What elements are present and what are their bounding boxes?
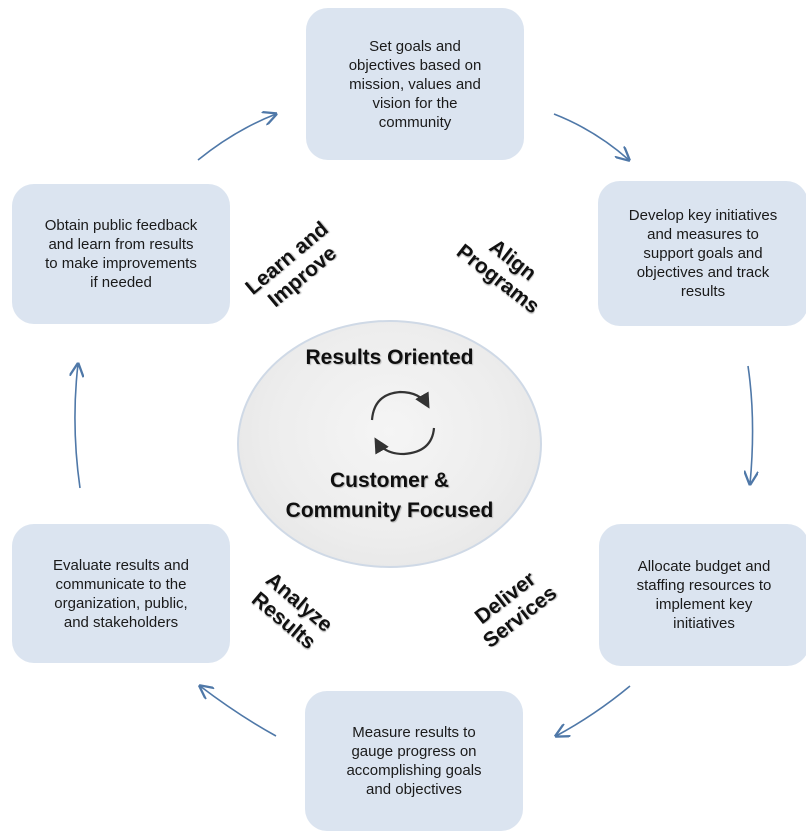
center-circle [237, 320, 542, 568]
step-set-goals: Set goals and objectives based on missio… [306, 8, 524, 160]
arrow-left-to-top [197, 114, 276, 161]
arrow-top-to-right [553, 113, 629, 160]
arrow-bottom-right-to-bottom [556, 685, 631, 736]
arrow-bottom-left-to-left [75, 364, 80, 489]
step-develop-initiatives: Develop key initiatives and measures to … [598, 181, 806, 326]
arrow-bottom-to-bottom-left [200, 686, 277, 737]
step-measure-results: Measure results to gauge progress on acc… [305, 691, 523, 831]
center-title-customer-focused: Customer & Community Focused [237, 466, 542, 526]
step-evaluate-results: Evaluate results and communicate to the … [12, 524, 230, 663]
center-title-customer-text: Customer & Community Focused [285, 469, 494, 522]
center-title-results-oriented: Results Oriented [305, 346, 474, 369]
arrow-right-to-bottom-right [748, 365, 753, 484]
step-allocate-budget: Allocate budget and staffing resources t… [599, 524, 806, 666]
step-obtain-feedback: Obtain public feedback and learn from re… [12, 184, 230, 324]
refresh-cycle-icon [370, 390, 436, 456]
